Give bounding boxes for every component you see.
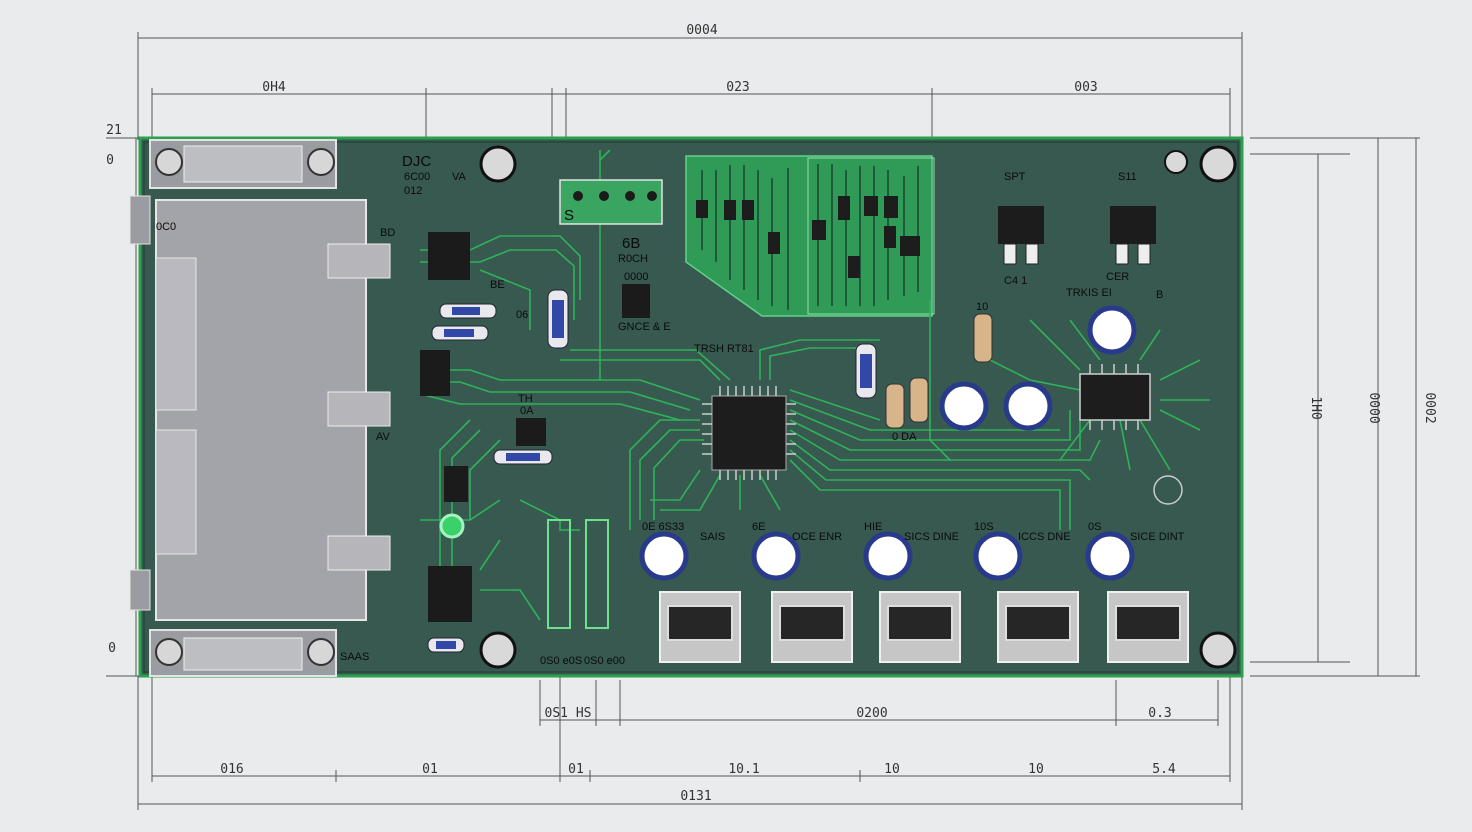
resistors [427,289,993,653]
dim-top-left: 0H4 [262,80,286,95]
r-group-1: 06 [516,309,528,321]
conn-top-small: 0C0 [156,221,176,233]
dim-bottom-seg-3: 01 [568,762,584,777]
left-mid-label: AV [376,431,391,443]
dim-bottom-small-right: 0.3 [1148,706,1171,721]
dim-bottom-seg-6: 10 [1028,762,1044,777]
cap-row-sub-2: OCE ENR [792,531,842,543]
dim-bottom-seg-4: 10.1 [728,762,759,777]
r-vert-label: 10 [976,301,988,313]
dim-left-small-c: 0 [108,641,116,656]
cap-row-3: HIE [864,521,882,533]
dim-bottom-mid: 0200 [856,706,887,721]
u1-label: BE [490,279,505,291]
board-title-sub3: 012 [404,185,422,197]
cap-row-sub-4: ICCS DNE [1018,531,1071,543]
dim-bottom-seg-7: 5.4 [1152,762,1176,777]
dim-bottom-small-left: 0S1 HS [545,706,592,721]
cap-row-5: 0S [1088,521,1101,533]
silkscreen: DJC 6C00 VA 012 0C0 BE BD 06 6B R0CH 000… [156,153,1185,667]
left-bottom-label: SAAS [340,651,369,663]
right-ic-label: TRKIS EI [1066,287,1112,299]
mounting-holes [439,145,1237,669]
regulators [998,206,1156,265]
dim-right-3: 0002 [1422,392,1437,423]
main-ic-label: TRSH RT81 [694,343,754,355]
b-label: B [1156,289,1163,301]
cap-row-2: 6E [752,521,765,533]
dimension-lines [106,32,1420,810]
cap-row-sub-3: SICS DINE [904,531,959,543]
pin-headers [547,179,663,629]
ic-chips [420,232,1151,622]
reg-1-sub: C4 1 [1004,275,1027,287]
reg-2-label: S11 [1118,171,1137,183]
ic-mid-top-sub: R0CH [618,253,648,265]
dim-bottom-seg-2: 01 [422,762,438,777]
dimension-texts: 0004 0H4 023 003 21 0 0 1H0 0000 0002 0S… [106,23,1437,804]
dim-bottom-overall: 0131 [680,789,711,804]
dim-top-overall: 0004 [686,23,717,38]
reg-2-sub: CER [1106,271,1129,283]
bottom-switches [659,591,1189,663]
dim-left-small-a: 21 [106,123,122,138]
dim-right-2: 0000 [1366,392,1381,423]
dim-left-small-b: 0 [106,153,114,168]
board-title-sub2: VA [452,171,467,183]
dim-top-mid: 023 [726,80,749,95]
capacitors [639,305,1183,581]
board-title: DJC [402,153,431,170]
terminal-label: S [564,207,574,224]
cap-row-4: 10S [974,521,994,533]
ic-mid-top: 6B [622,235,640,252]
ic-mid-bottom: GNCE & E [618,321,671,333]
conn-label-1: 0S0 e0S [540,655,582,667]
copper-pour [685,155,935,317]
board-title-sub1: 6C00 [404,171,430,183]
dim-top-right: 003 [1074,80,1097,95]
left-connector [129,139,391,677]
ic-mid-top-sub2: 0000 [624,271,648,283]
dim-right-1: 1H0 [1308,396,1323,419]
th-label: TH [518,393,533,405]
u1-pin: BD [380,227,395,239]
dim-bottom-seg-5: 10 [884,762,900,777]
r-bottom-label: 0 DA [892,431,917,443]
dim-bottom-seg-1: 016 [220,762,243,777]
conn-label-2: 0S0 e00 [584,655,625,667]
reg-1-label: SPT [1004,171,1026,183]
th-sub: 0A [520,405,534,417]
cap-row-1: 0E 6S33 [642,521,684,533]
cap-row-sub-5: SICE DINT [1130,531,1185,543]
cap-row-sub-1: SAIS [700,531,725,543]
